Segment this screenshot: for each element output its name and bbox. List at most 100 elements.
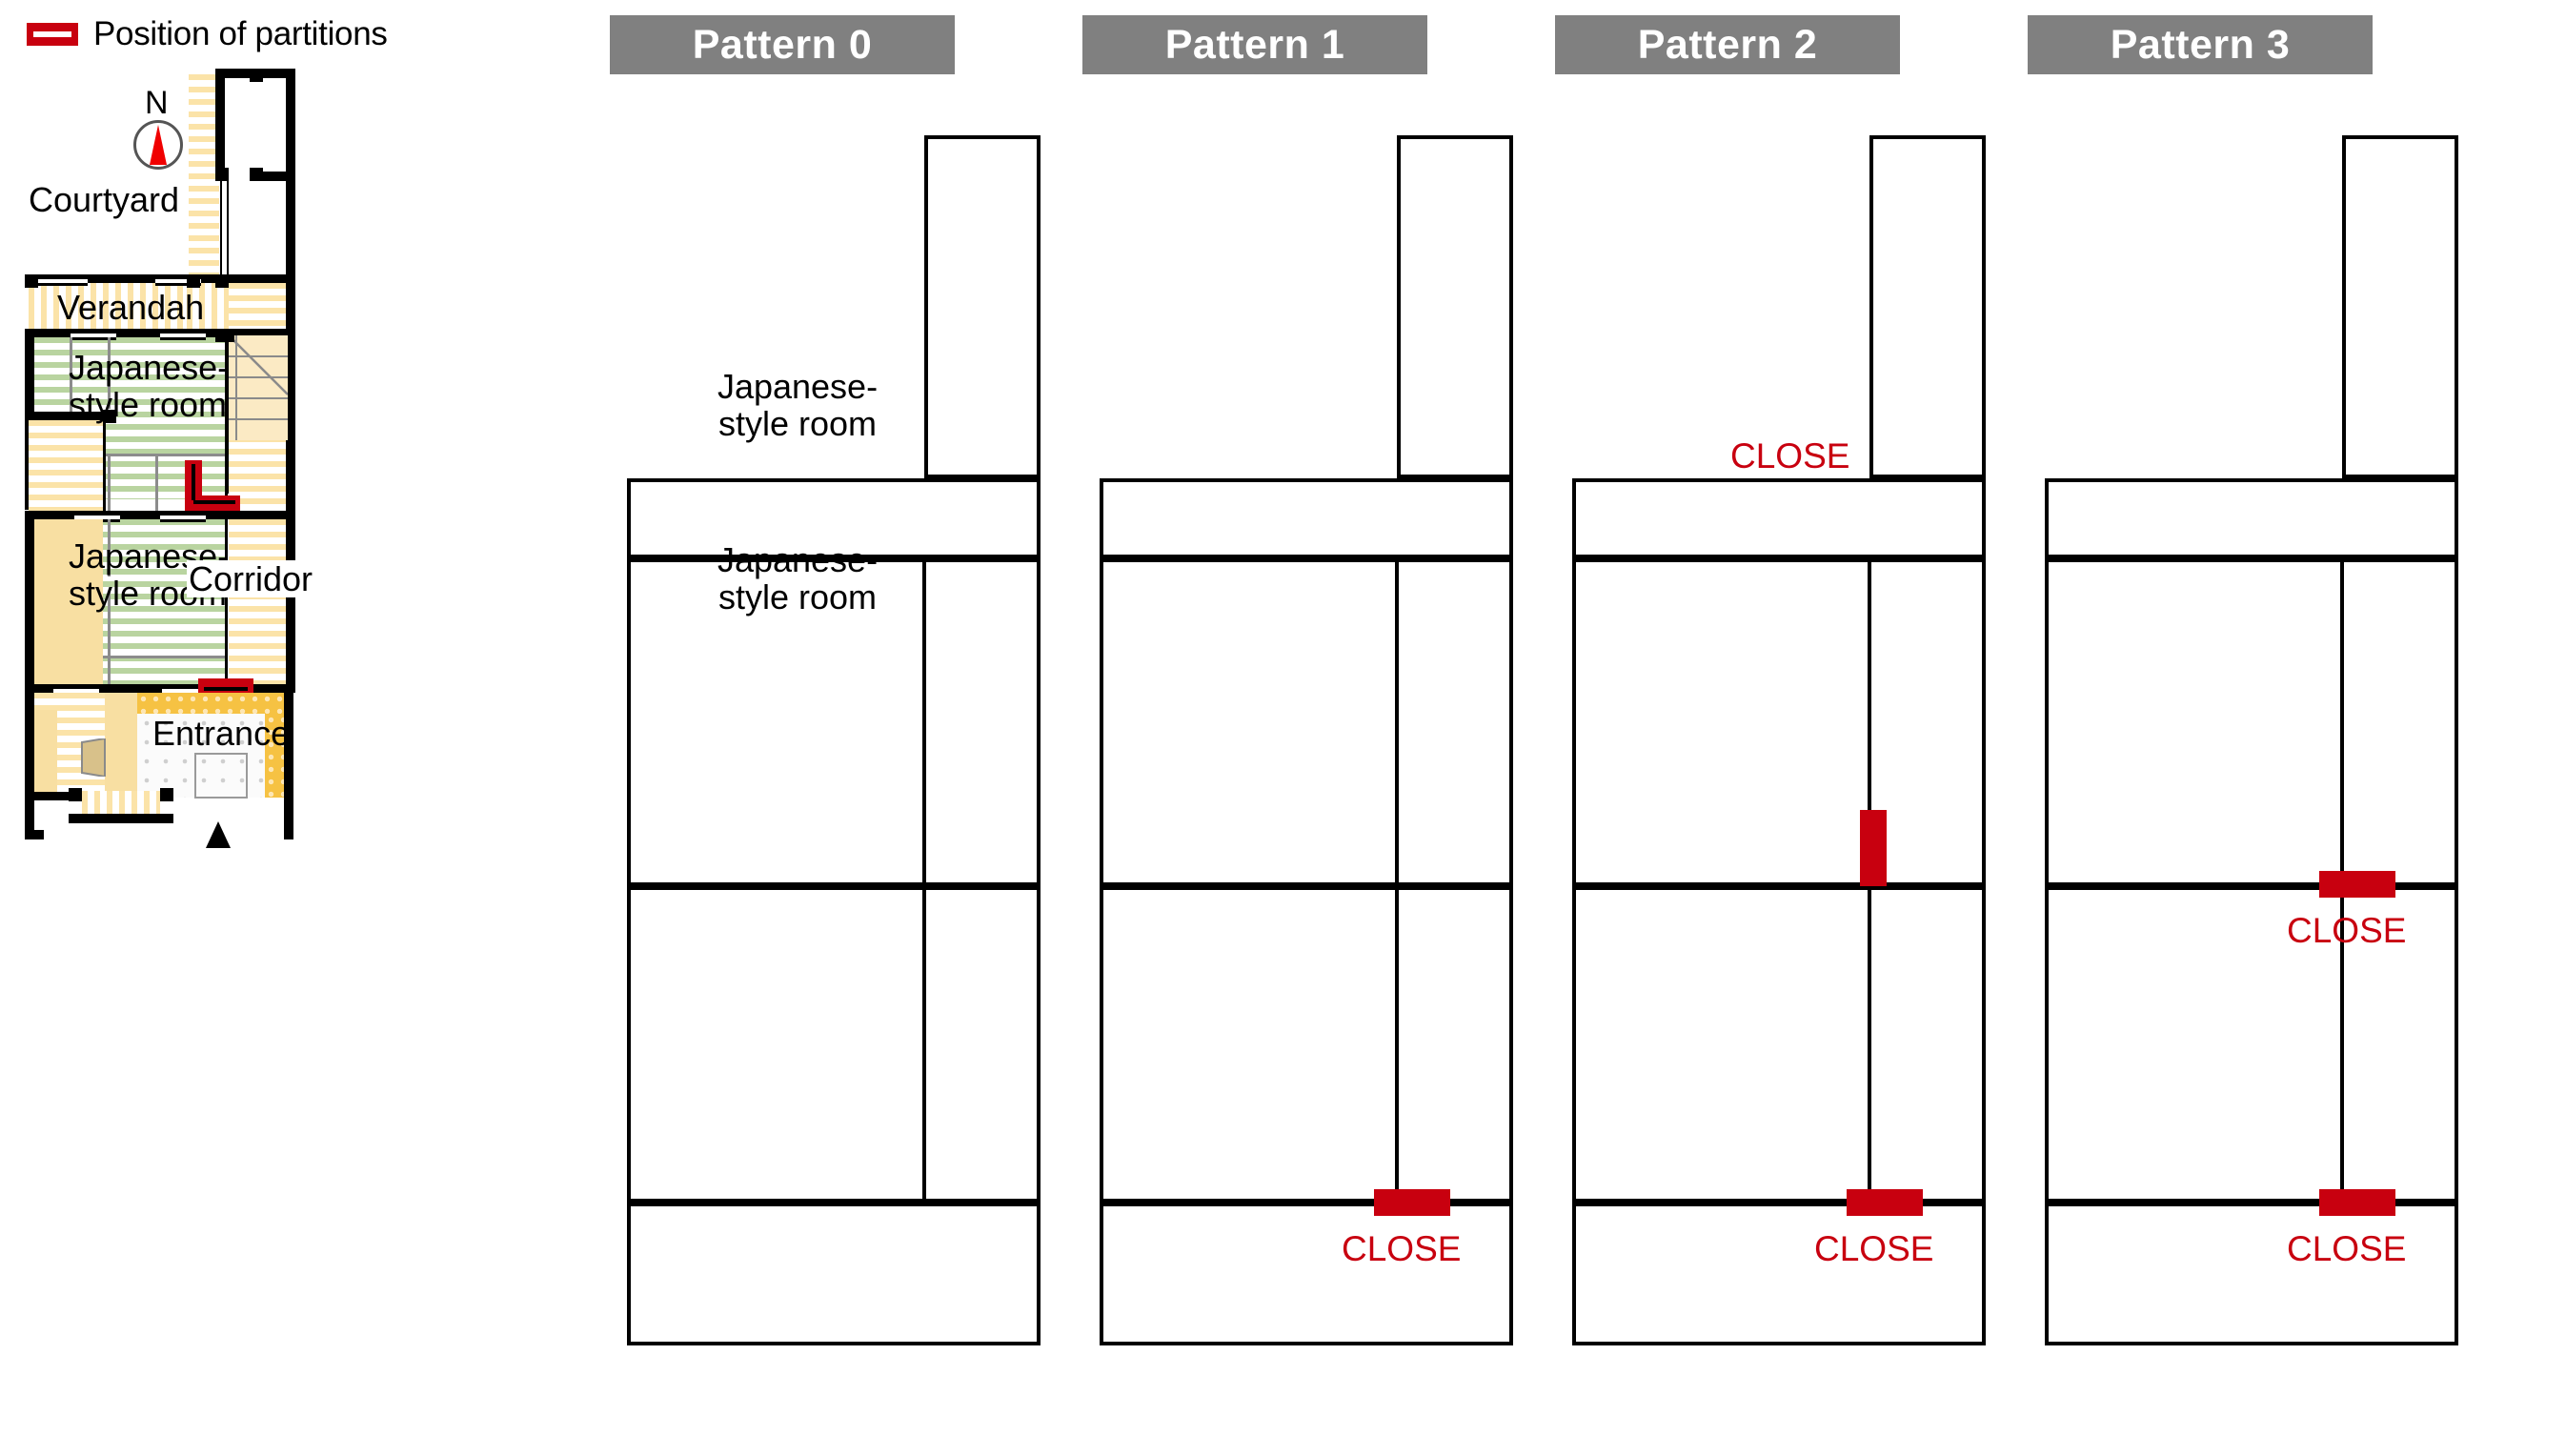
pattern-3-title: Pattern 3 — [2110, 21, 2291, 68]
p2-close-bar-middle — [1860, 810, 1887, 886]
p2-close-label-bottom: CLOSE — [1814, 1229, 1934, 1268]
tatami-mat-line-d — [108, 454, 111, 511]
entrance-threshold-frame — [69, 814, 173, 823]
plan-label-entrance: Entrance — [152, 714, 291, 753]
north-letter: N — [145, 85, 169, 121]
p3-entrance-band — [2045, 1203, 2458, 1345]
plan-label-courtyard: Courtyard — [29, 180, 180, 219]
tatami-lower-sliding-door-2 — [160, 513, 206, 522]
legend: Position of partitions — [27, 17, 388, 51]
closet-wall-top — [25, 412, 105, 420]
north-room-post-a — [215, 168, 229, 181]
corridor-wall-right-lower — [286, 512, 295, 693]
tatami-room-upper-wall-top — [25, 329, 292, 337]
p1-entrance-band — [1100, 1203, 1513, 1345]
tatami-mat-line-c — [34, 454, 225, 456]
p0-label-room-upper: Japanese- style room — [717, 367, 879, 443]
tatami-mat-line-a — [70, 337, 72, 454]
closet-floor — [29, 420, 103, 511]
stair-lines-icon — [229, 335, 288, 440]
p1-corridor-divider-upper — [1395, 558, 1399, 886]
plan-label-tatami-upper: Japanese- style room — [69, 348, 230, 424]
corridor-wall-right — [286, 283, 295, 512]
pattern-1-header: Pattern 1 — [1082, 15, 1427, 74]
p2-corridor-divider-upper — [1868, 558, 1871, 886]
verandah-sliding-door-top — [32, 276, 88, 286]
p0-room-lower — [627, 886, 1041, 1203]
entrance-threshold — [82, 791, 160, 816]
upper-corridor-floor — [229, 283, 295, 329]
tatami-lower-line-c — [108, 591, 111, 686]
pattern-panel-3: Pattern 3 CLOSE CLOSE — [2028, 15, 2458, 1359]
p3-close-bar-middle — [2319, 871, 2395, 898]
p0-corridor-divider-lower — [922, 886, 926, 1203]
entrance-wall-top — [25, 684, 295, 693]
closet-post — [103, 410, 116, 423]
corridor-inner-line — [225, 337, 228, 511]
entrance-raised-platform — [137, 693, 286, 714]
compass-circle-icon — [133, 120, 183, 170]
partition-swatch-icon — [27, 22, 78, 46]
p3-room-lower — [2045, 886, 2458, 1203]
p3-verandah-band — [2045, 478, 2458, 558]
entrance-doma-floor — [137, 714, 265, 798]
pattern-2-title: Pattern 2 — [1637, 21, 1818, 68]
p3-corridor-divider-upper — [2340, 558, 2344, 886]
p3-close-bar-bottom — [2319, 1189, 2395, 1216]
approach-arrow-icon — [202, 821, 234, 850]
entrance-wall-right — [284, 693, 293, 799]
p0-corridor-divider-upper — [922, 558, 926, 886]
p0-label-room-lower: Japanese- style room — [717, 540, 879, 617]
closet-divider — [103, 420, 106, 511]
pattern-0-title: Pattern 0 — [692, 21, 873, 68]
legend-label: Position of partitions — [93, 15, 388, 52]
p2-room-lower — [1572, 886, 1986, 1203]
pattern-0-header: Pattern 0 — [610, 15, 955, 74]
p2-close-bar-bottom — [1847, 1189, 1923, 1216]
north-arrow: N — [133, 85, 187, 174]
p3-corridor-divider-lower — [2340, 886, 2344, 1203]
tatami-upper-sliding-door-2 — [160, 331, 206, 340]
p0-verandah-band — [627, 478, 1041, 558]
p3-close-label-middle: CLOSE — [2287, 911, 2407, 950]
p3-top-right-room — [2342, 135, 2458, 478]
p1-room-lower — [1100, 886, 1513, 1203]
north-room-wall-left — [215, 69, 225, 173]
plan-label-verandah: Verandah — [57, 288, 205, 327]
p1-room-upper — [1100, 558, 1513, 886]
staircase-steps — [229, 335, 288, 440]
staircase-post — [221, 329, 234, 342]
pattern-1-title: Pattern 1 — [1164, 21, 1345, 68]
entrance-wall-bottom — [25, 792, 74, 800]
p2-room-upper — [1572, 558, 1986, 886]
north-room-wall-mid — [250, 172, 295, 181]
corridor-floor-lower — [229, 519, 295, 686]
entrance-wall-left — [25, 693, 34, 799]
p2-entrance-band — [1572, 1203, 1986, 1345]
tatami-lower-wall-left — [25, 511, 34, 692]
plan-label-corridor: Corridor — [187, 559, 315, 598]
pattern-2-header: Pattern 2 — [1555, 15, 1900, 74]
outer-wall-right-bottom — [284, 799, 293, 839]
pattern-3-header: Pattern 3 — [2028, 15, 2373, 74]
p2-top-right-room — [1869, 135, 1986, 478]
p0-room-upper — [627, 558, 1041, 886]
pattern-panel-0: Pattern 0 Japanese- style room Japanese-… — [610, 15, 1041, 1359]
p1-close-label-bottom: CLOSE — [1342, 1229, 1462, 1268]
p1-verandah-band — [1100, 478, 1513, 558]
p0-entrance-band — [627, 1203, 1041, 1345]
p3-close-label-bottom: CLOSE — [2287, 1229, 2407, 1268]
tatami-room-lower-wall-top — [25, 511, 292, 519]
floor-plan: Courtyard Verandah Japanese- style room … — [0, 0, 362, 1456]
outer-wall-left-foot — [25, 830, 44, 839]
tatami-lower-line-b — [34, 656, 225, 658]
tatami-mat-line-b — [108, 337, 111, 409]
verandah-sliding-door-top-2 — [155, 276, 201, 286]
pattern-panel-1: Pattern 1 CLOSE — [1082, 15, 1513, 1359]
partition-entrance-core — [204, 687, 248, 691]
p1-top-right-room — [1397, 135, 1513, 478]
entrance-partition-block — [105, 693, 137, 798]
verandah-post-right — [215, 274, 229, 288]
p1-corridor-divider-lower — [1395, 886, 1399, 1203]
verandah-floor — [29, 283, 187, 329]
